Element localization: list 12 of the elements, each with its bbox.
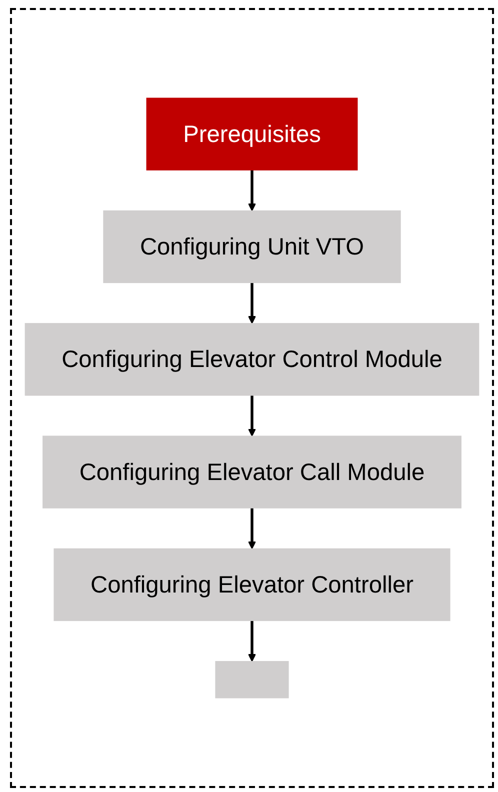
node-box [215,661,289,698]
node-box [24,323,480,396]
arrow [248,282,256,324]
node-box [54,548,450,622]
arrow [248,170,256,212]
node-box [103,210,401,284]
arrow [248,620,256,662]
arrow [248,395,256,437]
node-box [146,98,358,170]
node-box [42,436,462,508]
dashed-frame: Prerequisites Configuring Unit VTO Configuring Elevator Control Module Configuring Elevator Call Module Configuring Elevator Controller [10,8,494,788]
arrow [248,508,256,550]
